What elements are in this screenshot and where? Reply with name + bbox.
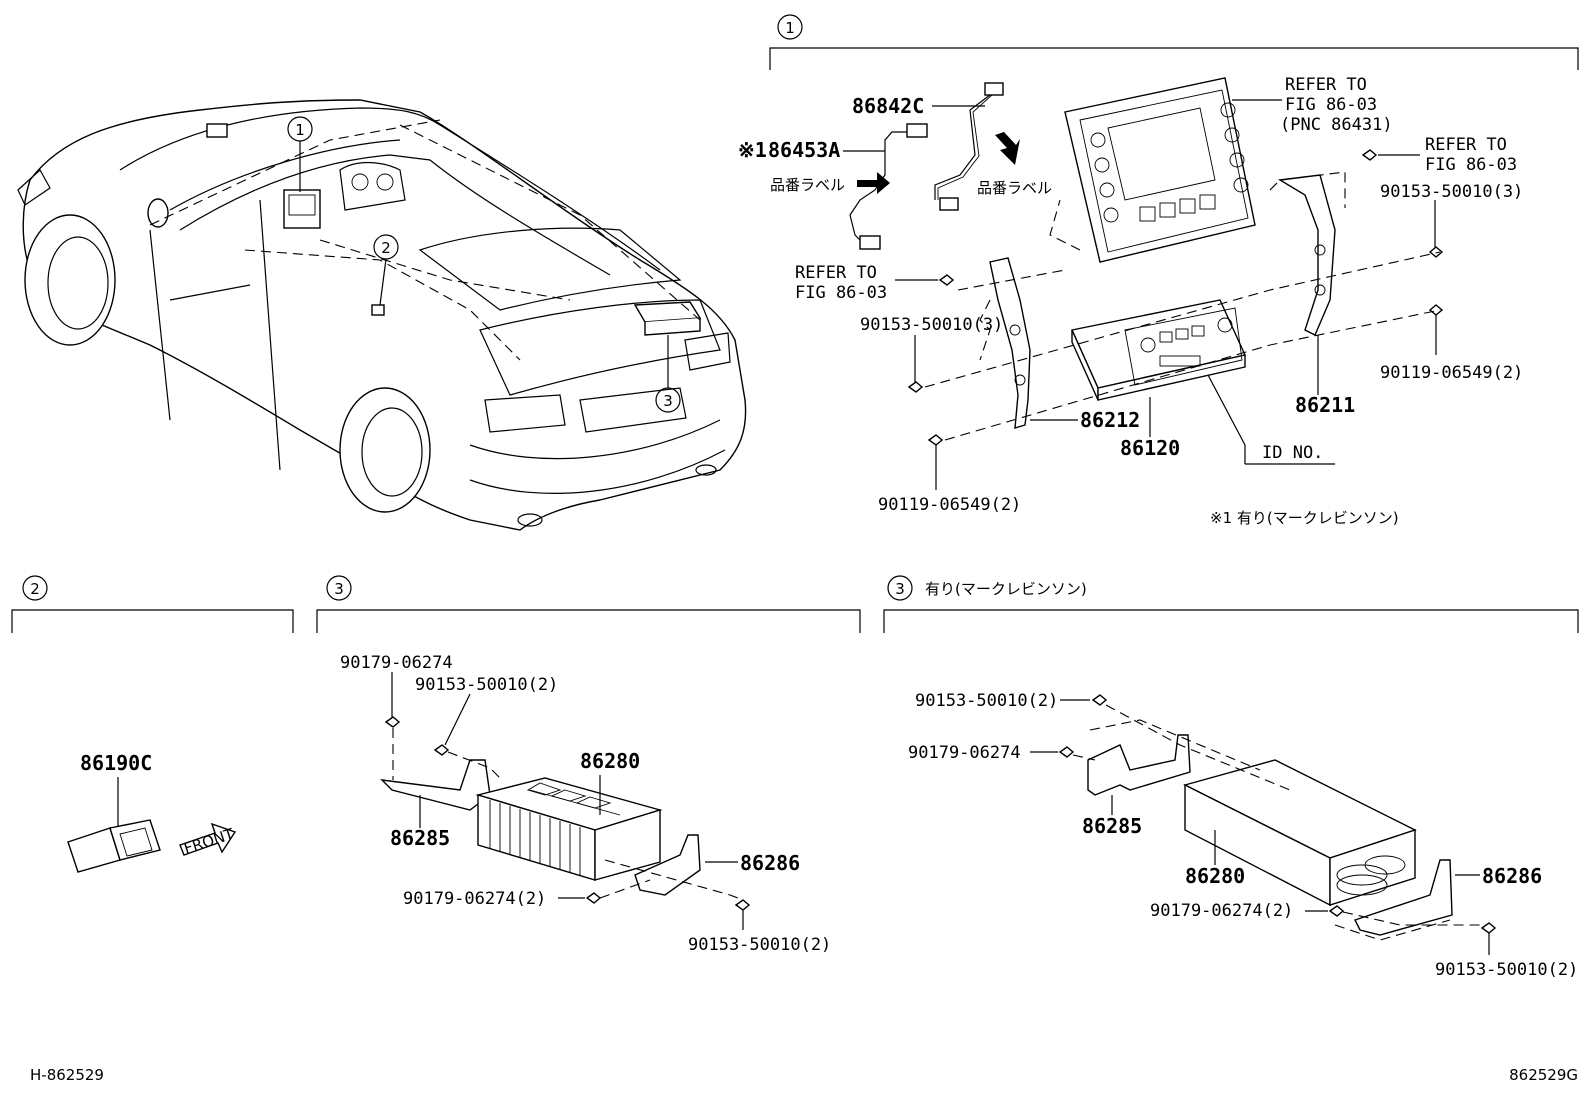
- label-s3-86280: 86280: [580, 749, 640, 773]
- car-illustration: 1 2 3: [17, 99, 747, 531]
- label-s4-86280: 86280: [1185, 864, 1245, 888]
- footer-right-code: 862529G: [1509, 1066, 1578, 1084]
- label-s3-86286: 86286: [740, 851, 800, 875]
- car-callout-1: 1: [295, 121, 305, 139]
- display-panel: [1064, 77, 1256, 263]
- label-86211: 86211: [1295, 393, 1355, 417]
- label-86842c: 86842C: [852, 94, 924, 118]
- front-arrow-label: FRONT: [182, 825, 237, 858]
- refer-b-line1: REFER TO: [795, 263, 877, 283]
- label-86453a-prefix: ※1: [738, 138, 767, 162]
- s4-nut-top-label: 90179-06274: [908, 743, 1021, 763]
- amplifier-86280-ml: [1183, 759, 1417, 907]
- label-tag-b: 品番ラベル: [977, 179, 1052, 197]
- label-tag-a: 品番ラベル: [770, 176, 845, 194]
- wire-harness-86842c: [934, 82, 1004, 211]
- label-86212: 86212: [1080, 408, 1140, 432]
- refer-a-line1: REFER TO: [1285, 75, 1367, 95]
- section-callout-lower-left: 2: [30, 580, 40, 598]
- s3-bolt-top-label: 90153-50010(2): [415, 675, 558, 695]
- footer-left-code: H-862529: [30, 1066, 104, 1084]
- section-callout-lower-right: 3: [895, 580, 905, 598]
- s3-nut-top-label: 90179-06274: [340, 653, 453, 673]
- refer-c-line2: FIG 86-03: [1425, 155, 1517, 175]
- bracket-86211: [1277, 174, 1336, 336]
- module-86190c: [67, 819, 161, 873]
- section-callout-top: 1: [785, 19, 795, 37]
- screw-b-label: 90153-50010(3): [860, 315, 1003, 335]
- radio-unit-86120: [1071, 299, 1246, 401]
- refer-b-line2: FIG 86-03: [795, 283, 887, 303]
- screw-a-label: 90153-50010(3): [1380, 182, 1523, 202]
- s3-bolt-bottom-label: 90153-50010(2): [688, 935, 831, 955]
- section-note-lower-right: 有り(マークレビンソン): [925, 580, 1087, 598]
- label-s3-86285: 86285: [390, 826, 450, 850]
- section-frame-top: 1: [769, 14, 1579, 70]
- label-86190c: 86190C: [80, 751, 152, 775]
- s4-bolt-bottom-label: 90153-50010(2): [1435, 960, 1578, 980]
- refer-a-line3: (PNC 86431): [1280, 115, 1393, 135]
- bracket-86212: [989, 257, 1031, 429]
- label-s4-86285: 86285: [1082, 814, 1142, 838]
- amplifier-86280: [475, 777, 663, 881]
- screw-c-label: 90119-06549(2): [878, 495, 1021, 515]
- screw-d-label: 90119-06549(2): [1380, 363, 1523, 383]
- label-s4-86286: 86286: [1482, 864, 1542, 888]
- s4-bolt-top-label: 90153-50010(2): [915, 691, 1058, 711]
- car-callout-2: 2: [381, 239, 391, 257]
- car-callout-3: 3: [663, 392, 673, 410]
- section-3-mark-levinson-assembly: 90153-50010(2) 90179-06274 86285 86280 8…: [908, 691, 1578, 980]
- section-callout-lower-mid: 3: [334, 580, 344, 598]
- section-1-assembly: 86842C 品番ラベル ※1 86453A 品番ラベル: [206, 75, 1523, 527]
- footnote-1: ※1 有り(マークレビンソン): [1210, 509, 1399, 527]
- section-frame-lower-mid: 3: [316, 575, 861, 633]
- wire-harness-86453a: [206, 123, 907, 250]
- front-arrow: FRONT: [179, 822, 237, 858]
- label-id-no: ID NO.: [1262, 443, 1323, 463]
- label-86120: 86120: [1120, 436, 1180, 460]
- s4-nut-bottom-label: 90179-06274(2): [1150, 901, 1293, 921]
- refer-c-line1: REFER TO: [1425, 135, 1507, 155]
- s3-nut-bottom-label: 90179-06274(2): [403, 889, 546, 909]
- section-frame-lower-right: 3 有り(マークレビンソン): [883, 575, 1579, 633]
- label-86453a: 86453A: [768, 138, 840, 162]
- section-2-assembly: 86190C FRONT: [67, 751, 237, 873]
- refer-a-line2: FIG 86-03: [1285, 95, 1377, 115]
- section-3-assembly: 90179-06274 90153-50010(2) 86285 86280 8…: [340, 653, 831, 955]
- section-frame-lower-left: 2: [11, 575, 294, 633]
